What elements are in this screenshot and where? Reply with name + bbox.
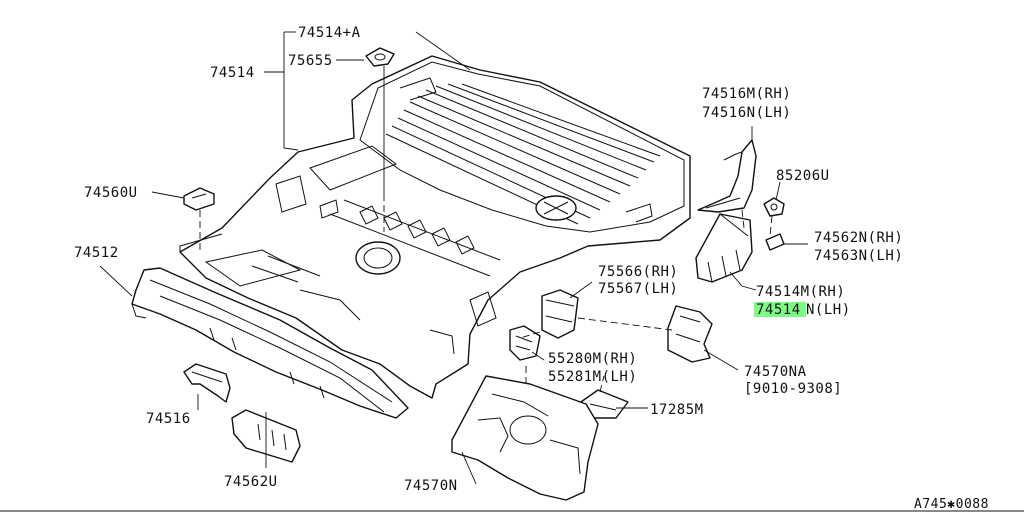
- label-74563N[interactable]: 74563N(LH): [814, 248, 903, 264]
- label-74562U[interactable]: 74562U: [224, 474, 278, 490]
- part-74514M-74514N[interactable]: [695, 213, 753, 283]
- part-75566-75567[interactable]: [541, 289, 579, 339]
- label-74514[interactable]: 74514: [210, 65, 255, 81]
- part-74516[interactable]: [183, 363, 231, 403]
- label-74514N-highlighted[interactable]: 74514: [756, 302, 801, 318]
- highlight-marker: [754, 302, 806, 317]
- label-55280M[interactable]: 55280M(RH): [548, 351, 637, 367]
- part-85206U[interactable]: [763, 197, 785, 217]
- label-17285M[interactable]: 17285M: [650, 402, 704, 418]
- label-85206U[interactable]: 85206U: [776, 168, 830, 184]
- label-74516N[interactable]: 74516N(LH): [702, 105, 791, 121]
- part-74512-crossmember[interactable]: [131, 267, 409, 419]
- label-74516[interactable]: 74516: [146, 411, 191, 427]
- floor-slots: [359, 205, 475, 255]
- label-74570N[interactable]: 74570N: [404, 478, 458, 494]
- label-74514M[interactable]: 74514M(RH): [756, 284, 845, 300]
- rear-floor-pan[interactable]: [179, 55, 691, 399]
- part-74570N[interactable]: [451, 375, 599, 501]
- leader-lines: [99, 31, 808, 485]
- label-74560U[interactable]: 74560U: [84, 185, 138, 201]
- assembly-dash-lines: [199, 194, 773, 393]
- part-74560U[interactable]: [183, 187, 215, 211]
- part-74516M-74516N[interactable]: [697, 139, 757, 213]
- label-74562N[interactable]: 74562N(RH): [814, 230, 903, 246]
- label-74570NA[interactable]: 74570NA: [744, 364, 807, 380]
- label-75655[interactable]: 75655: [288, 53, 333, 69]
- part-75655[interactable]: [365, 47, 395, 67]
- label-75566[interactable]: 75566(RH): [598, 264, 678, 280]
- part-74570NA[interactable]: [667, 305, 713, 363]
- part-55280M-55281M[interactable]: [509, 325, 541, 361]
- label-74570NA-range: [9010-9308]: [744, 381, 842, 397]
- part-74562N-74563N[interactable]: [765, 233, 785, 251]
- diagram-code: A745✱0088: [914, 497, 989, 512]
- spare-tire-recess: [535, 195, 577, 221]
- label-74514N-suffix[interactable]: N(LH): [806, 302, 851, 318]
- label-74516M[interactable]: 74516M(RH): [702, 86, 791, 102]
- label-55281M[interactable]: 55281M(LH): [548, 369, 637, 385]
- label-74512[interactable]: 74512: [74, 245, 119, 261]
- label-74514A[interactable]: 74514+A: [298, 25, 361, 41]
- label-75567[interactable]: 75567(LH): [598, 281, 678, 297]
